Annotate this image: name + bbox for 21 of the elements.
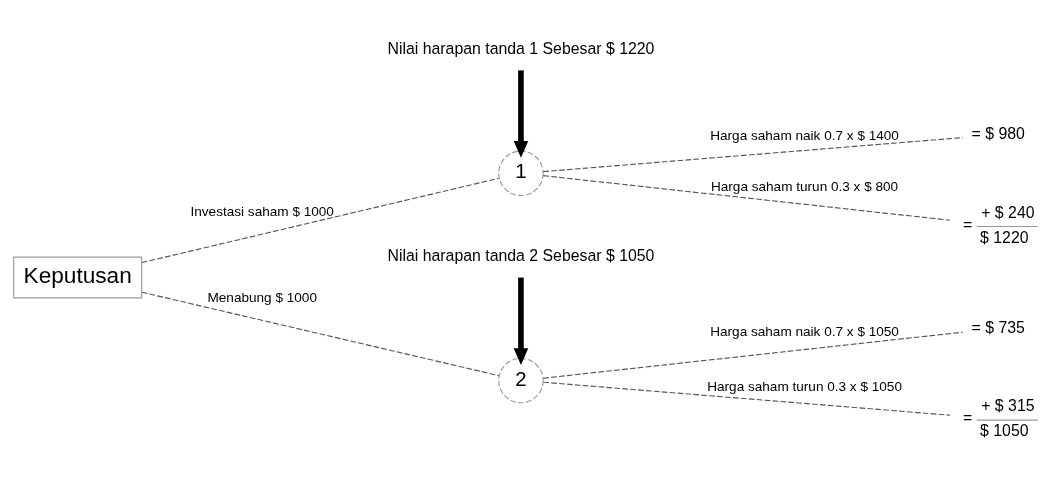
edge-label: Harga saham turun 0.3 x $ 1050 — [707, 378, 902, 394]
node-box: Keputusan — [13, 256, 143, 298]
node-text: = $ 735 — [971, 318, 1025, 336]
connector — [542, 136, 964, 172]
arrow — [513, 69, 529, 158]
connector — [542, 381, 951, 416]
connector — [141, 291, 500, 376]
connector — [542, 331, 964, 379]
arrow — [513, 277, 529, 365]
connector — [542, 174, 951, 221]
edge-label: Menabung $ 1000 — [207, 289, 317, 305]
node-circle: 1 — [498, 150, 544, 196]
edge-label: Harga saham naik 0.7 x $ 1050 — [710, 323, 899, 339]
node-circle: 2 — [498, 357, 544, 403]
connector — [141, 177, 500, 263]
edge-label: Harga saham turun 0.3 x $ 800 — [710, 178, 899, 194]
edge-label: Investasi saham $ 1000 — [190, 203, 334, 219]
node-text: Nilai harapan tanda 2 Sebesar $ 1050 — [387, 246, 655, 264]
node-text: = $ 980 — [971, 124, 1025, 142]
node-text: Nilai harapan tanda 1 Sebesar $ 1220 — [387, 39, 655, 57]
edge-label: Harga saham naik 0.7 x $ 1400 — [710, 127, 899, 143]
